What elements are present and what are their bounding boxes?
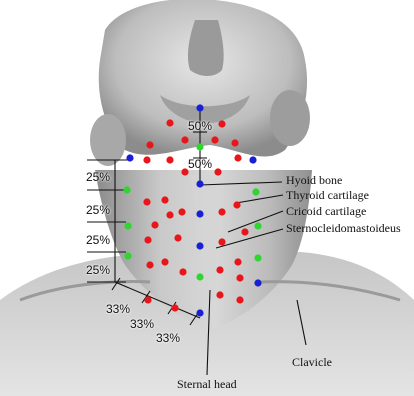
red-marker-dot xyxy=(166,156,173,163)
green-marker-dot xyxy=(254,222,261,229)
nose xyxy=(188,20,224,76)
red-marker-dot xyxy=(144,236,151,243)
red-marker-dot xyxy=(211,136,218,143)
blue-marker-dot xyxy=(249,156,256,163)
red-marker-dot xyxy=(236,274,243,281)
pct-33-3: 33% xyxy=(156,332,180,344)
blue-marker-dot xyxy=(196,180,203,187)
red-marker-dot xyxy=(161,258,168,265)
red-marker-dot xyxy=(181,136,188,143)
green-marker-dot xyxy=(252,188,259,195)
pct-25-1: 25% xyxy=(86,171,110,183)
red-marker-dot xyxy=(143,198,150,205)
red-marker-dot xyxy=(166,211,173,218)
pct-50-top: 50% xyxy=(188,120,212,132)
label-clavicle: Clavicle xyxy=(292,356,332,368)
label-sternocleidomastoideus: Sternocleidomastoideus xyxy=(286,222,401,234)
pct-33-1: 33% xyxy=(106,303,130,315)
red-marker-dot xyxy=(218,208,225,215)
label-sternal-head: Sternal head xyxy=(177,378,237,390)
red-marker-dot xyxy=(231,139,238,146)
red-marker-dot xyxy=(174,234,181,241)
blue-marker-dot xyxy=(126,154,133,161)
red-marker-dot xyxy=(214,168,221,175)
red-marker-dot xyxy=(218,238,225,245)
label-thyroid-cartilage: Thyroid cartilage xyxy=(286,189,369,201)
red-marker-dot xyxy=(216,291,223,298)
red-marker-dot xyxy=(216,266,223,273)
red-marker-dot xyxy=(151,221,158,228)
label-hyoid-bone: Hyoid bone xyxy=(286,174,342,186)
red-marker-dot xyxy=(161,196,168,203)
pct-33-2: 33% xyxy=(130,318,154,330)
green-marker-dot xyxy=(124,222,131,229)
red-marker-dot xyxy=(218,120,225,127)
blue-marker-dot xyxy=(196,242,203,249)
right-ear xyxy=(270,90,310,146)
green-marker-dot xyxy=(123,186,130,193)
red-marker-dot xyxy=(233,201,240,208)
red-marker-dot xyxy=(178,208,185,215)
left-ear xyxy=(90,114,126,166)
pct-50-bottom: 50% xyxy=(188,158,212,170)
red-marker-dot xyxy=(241,228,248,235)
green-marker-dot xyxy=(254,254,261,261)
pct-25-4: 25% xyxy=(86,264,110,276)
pct-25-2: 25% xyxy=(86,204,110,216)
red-marker-dot xyxy=(146,261,153,268)
red-marker-dot xyxy=(143,156,150,163)
red-marker-dot xyxy=(144,296,151,303)
label-cricoid-cartilage: Cricoid cartilage xyxy=(286,205,366,217)
red-marker-dot xyxy=(166,119,173,126)
green-marker-dot xyxy=(124,252,131,259)
green-marker-dot xyxy=(196,273,203,280)
blue-marker-dot xyxy=(196,104,203,111)
pct-25-3: 25% xyxy=(86,234,110,246)
red-marker-dot xyxy=(179,268,186,275)
blue-marker-dot xyxy=(196,309,203,316)
blue-marker-dot xyxy=(196,210,203,217)
red-marker-dot xyxy=(234,258,241,265)
green-marker-dot xyxy=(196,143,203,150)
red-marker-dot xyxy=(171,304,178,311)
red-marker-dot xyxy=(146,141,153,148)
red-marker-dot xyxy=(234,154,241,161)
red-marker-dot xyxy=(236,296,243,303)
blue-marker-dot xyxy=(254,279,261,286)
